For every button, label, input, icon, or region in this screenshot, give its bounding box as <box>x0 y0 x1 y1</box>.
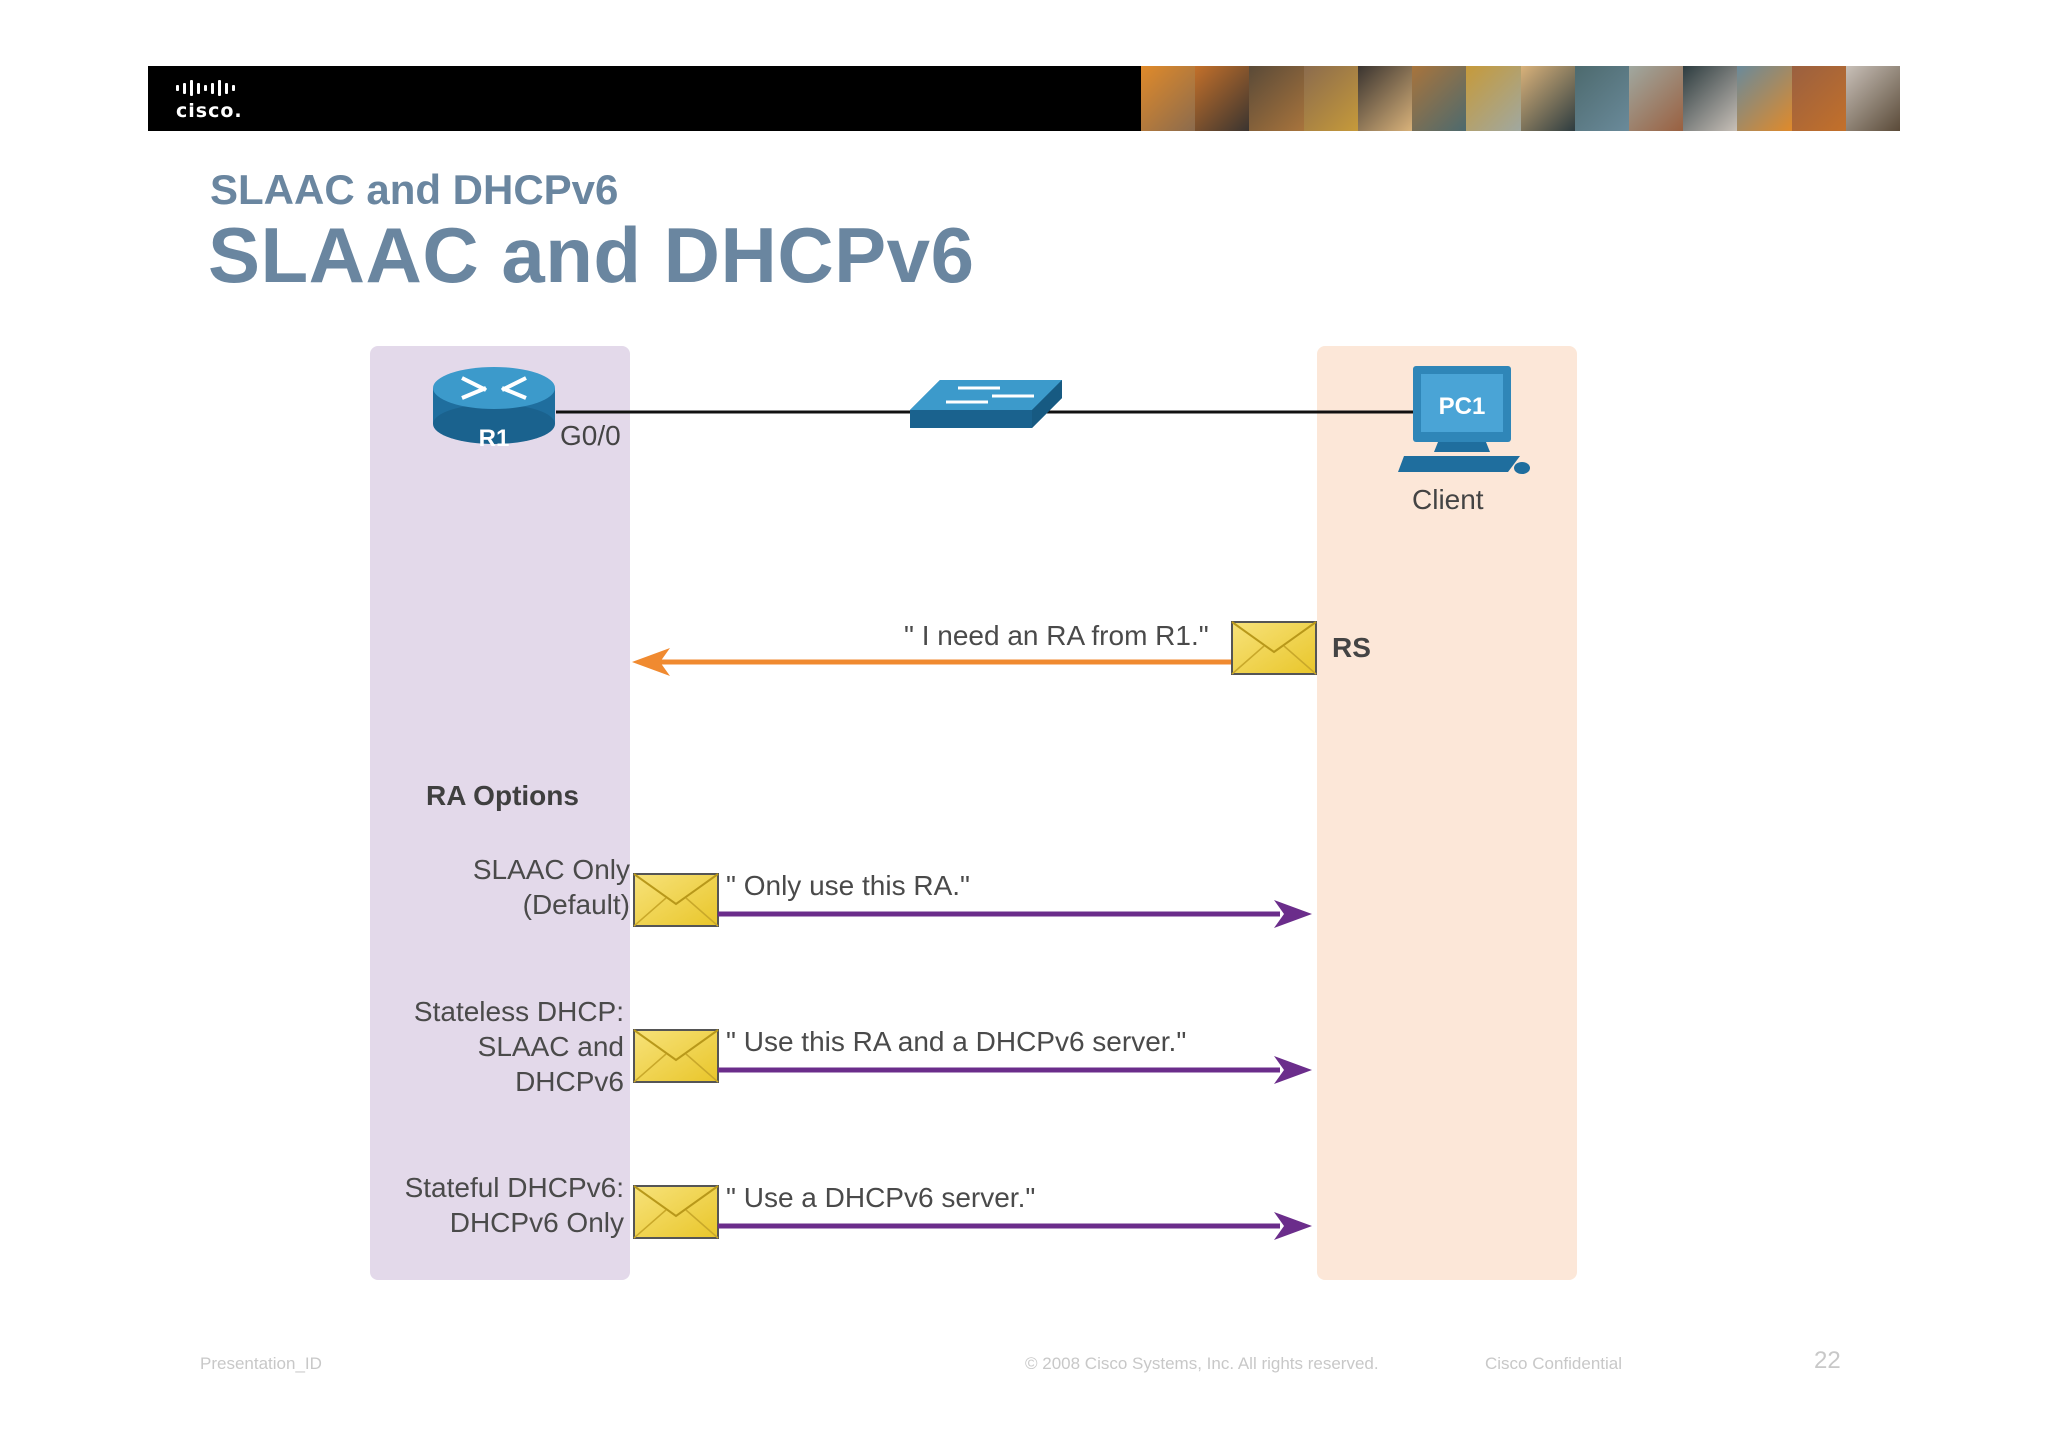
cisco-logo-bars-icon <box>176 80 256 96</box>
photo-tile <box>1737 66 1792 131</box>
ra-option-2-label-line: DHCPv6 <box>515 1066 624 1097</box>
switch-icon <box>910 380 1062 428</box>
photo-tile <box>1195 66 1250 131</box>
photo-tile <box>1466 66 1521 131</box>
ra-option-2-envelope-icon <box>633 1029 719 1083</box>
photo-tile <box>1357 66 1413 131</box>
cisco-logo-text: cisco. <box>176 100 243 122</box>
photo-tile <box>1303 66 1358 131</box>
router-r1-icon: R1 <box>433 367 555 452</box>
photo-tile <box>1520 66 1575 131</box>
footer-confidential: Cisco Confidential <box>1485 1354 1623 1373</box>
photo-tile <box>1574 66 1629 131</box>
ra-option-2-label-line: SLAAC and <box>477 1031 624 1062</box>
pc1-label: PC1 <box>1439 393 1486 420</box>
header-bar: cisco. <box>148 66 1900 131</box>
ra-option-2-arrow-head-icon <box>1274 1056 1312 1084</box>
ra-option-3-label: Stateful DHCPv6: DHCPv6 Only <box>405 1170 624 1240</box>
photo-tile <box>1628 66 1684 131</box>
ra-option-3-label-line: DHCPv6 Only <box>449 1207 624 1238</box>
ra-option-3-arrow-head-icon <box>1274 1212 1312 1240</box>
ra-option-2-label-line: Stateless DHCP: <box>413 996 624 1027</box>
footer-copyright: © 2008 Cisco Systems, Inc. All rights re… <box>1025 1354 1379 1373</box>
ra-options-heading: RA Options <box>426 780 579 811</box>
photo-tile <box>1249 66 1304 131</box>
photo-tile <box>1845 66 1900 131</box>
photo-tile <box>1412 66 1467 131</box>
router-panel <box>370 346 630 1280</box>
slide-subtitle: SLAAC and DHCPv6 <box>210 166 619 213</box>
ra-option-2-label: Stateless DHCP: SLAAC and DHCPv6 <box>414 994 624 1099</box>
ra-option-1-label-line: SLAAC Only <box>472 854 630 885</box>
ra-option-1-envelope-icon <box>633 873 719 927</box>
ra-option-3-message: " Use a DHCPv6 server." <box>726 1182 1036 1213</box>
rs-envelope-icon <box>1231 621 1317 675</box>
slide-title: SLAAC and DHCPv6 <box>208 211 975 299</box>
photo-tile <box>1141 66 1196 131</box>
photo-tile <box>1791 66 1846 131</box>
photo-tile <box>1683 66 1738 131</box>
cisco-logo: cisco. <box>176 80 256 122</box>
rs-arrow-head-icon <box>632 648 670 676</box>
ra-option-1-label: SLAAC Only (Default) <box>473 852 630 922</box>
ra-option-3-envelope-icon <box>633 1185 719 1239</box>
rs-label: RS <box>1332 632 1371 663</box>
client-label: Client <box>1412 484 1484 515</box>
ra-option-3-label-line: Stateful DHCPv6: <box>404 1172 624 1203</box>
interface-g0-0-label: G0/0 <box>560 420 621 451</box>
ra-option-1-message: " Only use this RA." <box>726 870 970 901</box>
photo-strip <box>1141 66 1900 131</box>
footer-presentation-id: Presentation_ID <box>200 1354 322 1373</box>
ra-option-1-label-line: (Default) <box>522 889 630 920</box>
page-number: 22 <box>1814 1347 1841 1374</box>
ra-option-2-message: " Use this RA and a DHCPv6 server." <box>726 1026 1187 1057</box>
router-r1-label: R1 <box>479 425 510 452</box>
rs-message: " I need an RA from R1." <box>904 620 1209 651</box>
pc1-icon: PC1 <box>1398 366 1530 474</box>
ra-option-1-arrow-head-icon <box>1274 900 1312 928</box>
client-panel <box>1317 346 1577 1280</box>
